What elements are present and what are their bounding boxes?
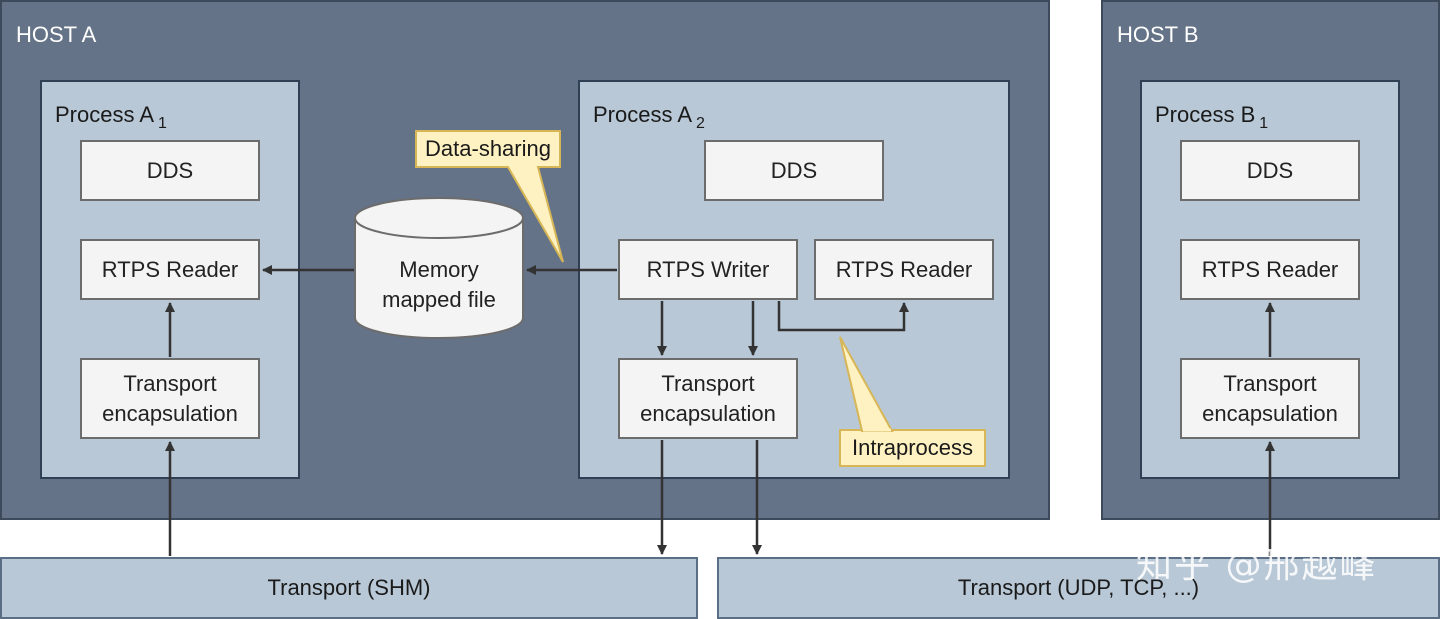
process-a2-rtps-reader: RTPS Reader: [814, 239, 994, 300]
process-a2-subscript: 2: [696, 115, 705, 132]
intraprocess-callout: [839, 336, 986, 467]
process-a2-name: Process A: [593, 102, 693, 127]
process-a2-rtps-writer: RTPS Writer: [618, 239, 798, 300]
process-a1-rtps-reader: RTPS Reader: [80, 239, 260, 300]
process-b1-name: Process B: [1155, 102, 1256, 127]
data-sharing-callout: [415, 130, 564, 263]
process-b1-subscript: 1: [1259, 115, 1269, 132]
process-a1-transport-encapsulation: Transport encapsulation: [80, 358, 260, 439]
process-a1-subscript: 1: [158, 115, 167, 132]
watermark-text: 知乎 @邢越峰: [1136, 545, 1378, 586]
process-a2-transport-encapsulation: Transport encapsulation: [618, 358, 798, 439]
process-a1-name: Process A: [55, 102, 155, 127]
arrow-writer-to-a2-reader: [777, 301, 909, 332]
process-b1-rtps-reader: RTPS Reader: [1180, 239, 1360, 300]
process-a2-dds-box: DDS: [704, 140, 884, 201]
transport-shm: Transport (SHM): [0, 557, 698, 619]
memory-mapped-file-label: Memory mapped file: [382, 257, 496, 312]
transport-udp-tcp: Transport (UDP, TCP, ...): [717, 557, 1440, 619]
host-a-label: HOST A: [16, 22, 97, 47]
intraprocess-label: Intraprocess: [851, 435, 974, 460]
process-b1-transport-encapsulation: Transport encapsulation: [1180, 358, 1360, 439]
memory-mapped-file-cylinder: [354, 197, 524, 339]
process-b1-dds-box: DDS: [1180, 140, 1360, 201]
process-a1-dds-box: DDS: [80, 140, 260, 201]
data-sharing-label: Data-sharing: [425, 136, 551, 161]
host-b-label: HOST B: [1117, 22, 1199, 47]
